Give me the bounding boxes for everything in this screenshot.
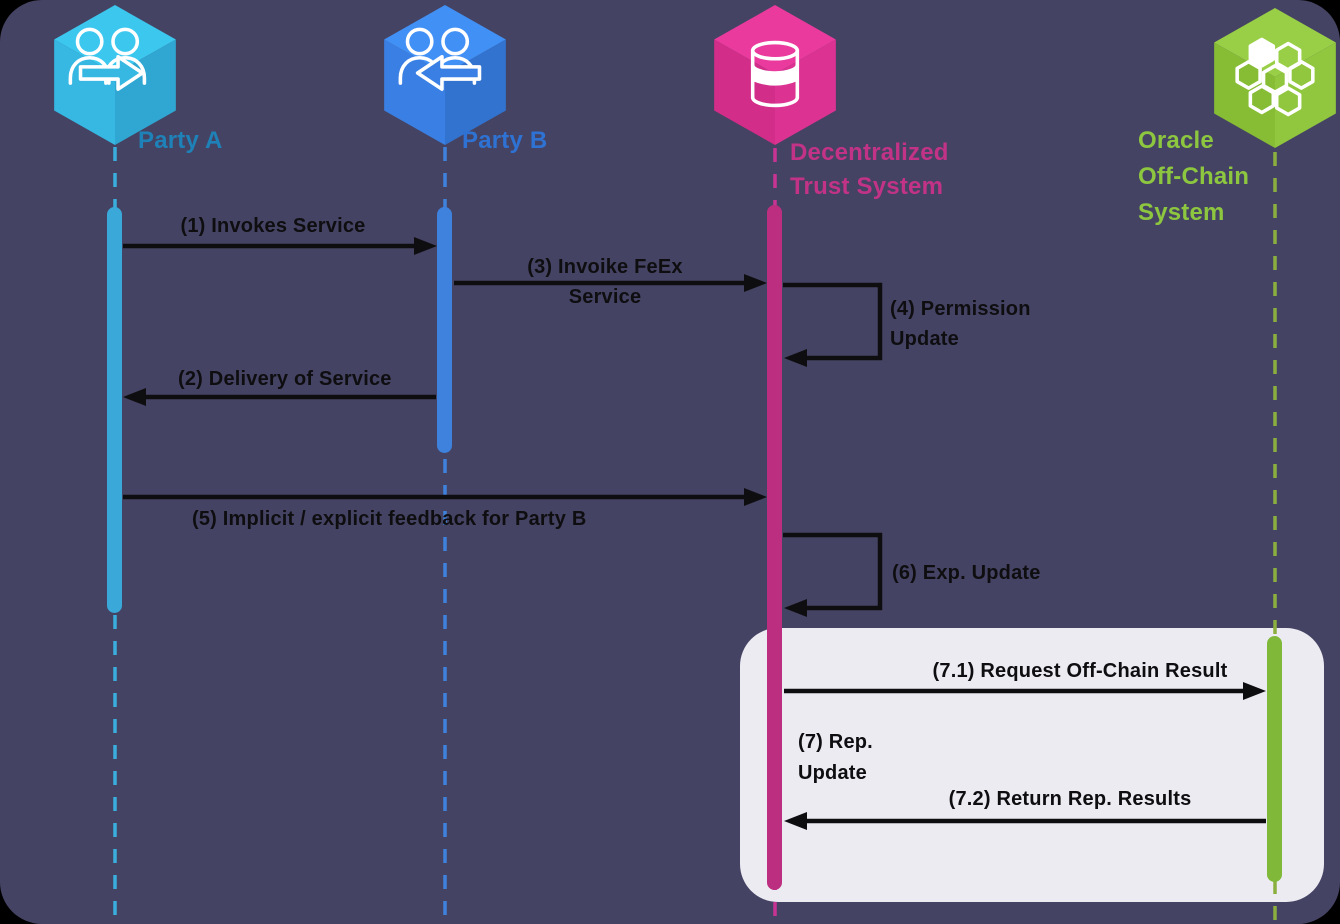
message-7-1-label: (7.1) Request Off-Chain Result xyxy=(932,660,1228,682)
cube-left-face xyxy=(714,39,775,145)
message-7-label: (7) Rep. Update xyxy=(798,731,873,784)
party-a-label: Party A xyxy=(138,127,223,154)
message-4-label: (4) Permission Update xyxy=(890,298,1031,350)
decentralized-trust-system-node xyxy=(714,5,836,145)
message-3-label: (3) Invoike FeEx Service xyxy=(527,256,683,308)
database-icon xyxy=(750,40,800,108)
cube-top-face xyxy=(1214,8,1336,77)
cube-top-face xyxy=(54,5,176,74)
arrowhead xyxy=(784,599,807,617)
cube-right-face xyxy=(775,39,836,145)
party-b-label: Party B xyxy=(462,127,548,154)
message-self-loop-4 xyxy=(783,282,883,367)
message-7-2-label: (7.2) Return Rep. Results xyxy=(948,788,1192,810)
party-a-node xyxy=(54,5,176,145)
users-arrow-left-icon xyxy=(398,27,482,91)
message-2-label: (2) Delivery of Service xyxy=(178,368,392,390)
party-b-node xyxy=(384,5,506,145)
users-arrow-right-icon xyxy=(68,27,147,91)
decentralized-trust-system-label: Decentralized Trust System xyxy=(790,139,949,200)
arrowhead xyxy=(744,488,767,506)
arrowhead xyxy=(414,237,437,255)
arrowhead xyxy=(784,349,807,367)
message-self-loop-6 xyxy=(783,532,883,617)
cube-top-face xyxy=(714,5,836,74)
activation-bar-party-b xyxy=(437,207,452,453)
oracle-off-chain-system-node xyxy=(1214,8,1336,148)
off-chain-interaction-box xyxy=(740,628,1324,902)
activation-bar-trust-system xyxy=(767,205,782,890)
message-6-label: (6) Exp. Update xyxy=(892,562,1041,584)
arrowhead xyxy=(123,388,146,406)
arrowhead xyxy=(744,274,767,292)
oracle-off-chain-system-label: Oracle Off-Chain System xyxy=(1138,127,1250,226)
message-5-label: (5) Implicit / explicit feedback for Par… xyxy=(192,508,587,530)
activation-bar-oracle xyxy=(1267,636,1282,882)
blockchain-icon xyxy=(1235,37,1315,117)
message-1-label: (1) Invokes Service xyxy=(180,215,366,237)
activation-bar-party-a xyxy=(107,207,122,613)
